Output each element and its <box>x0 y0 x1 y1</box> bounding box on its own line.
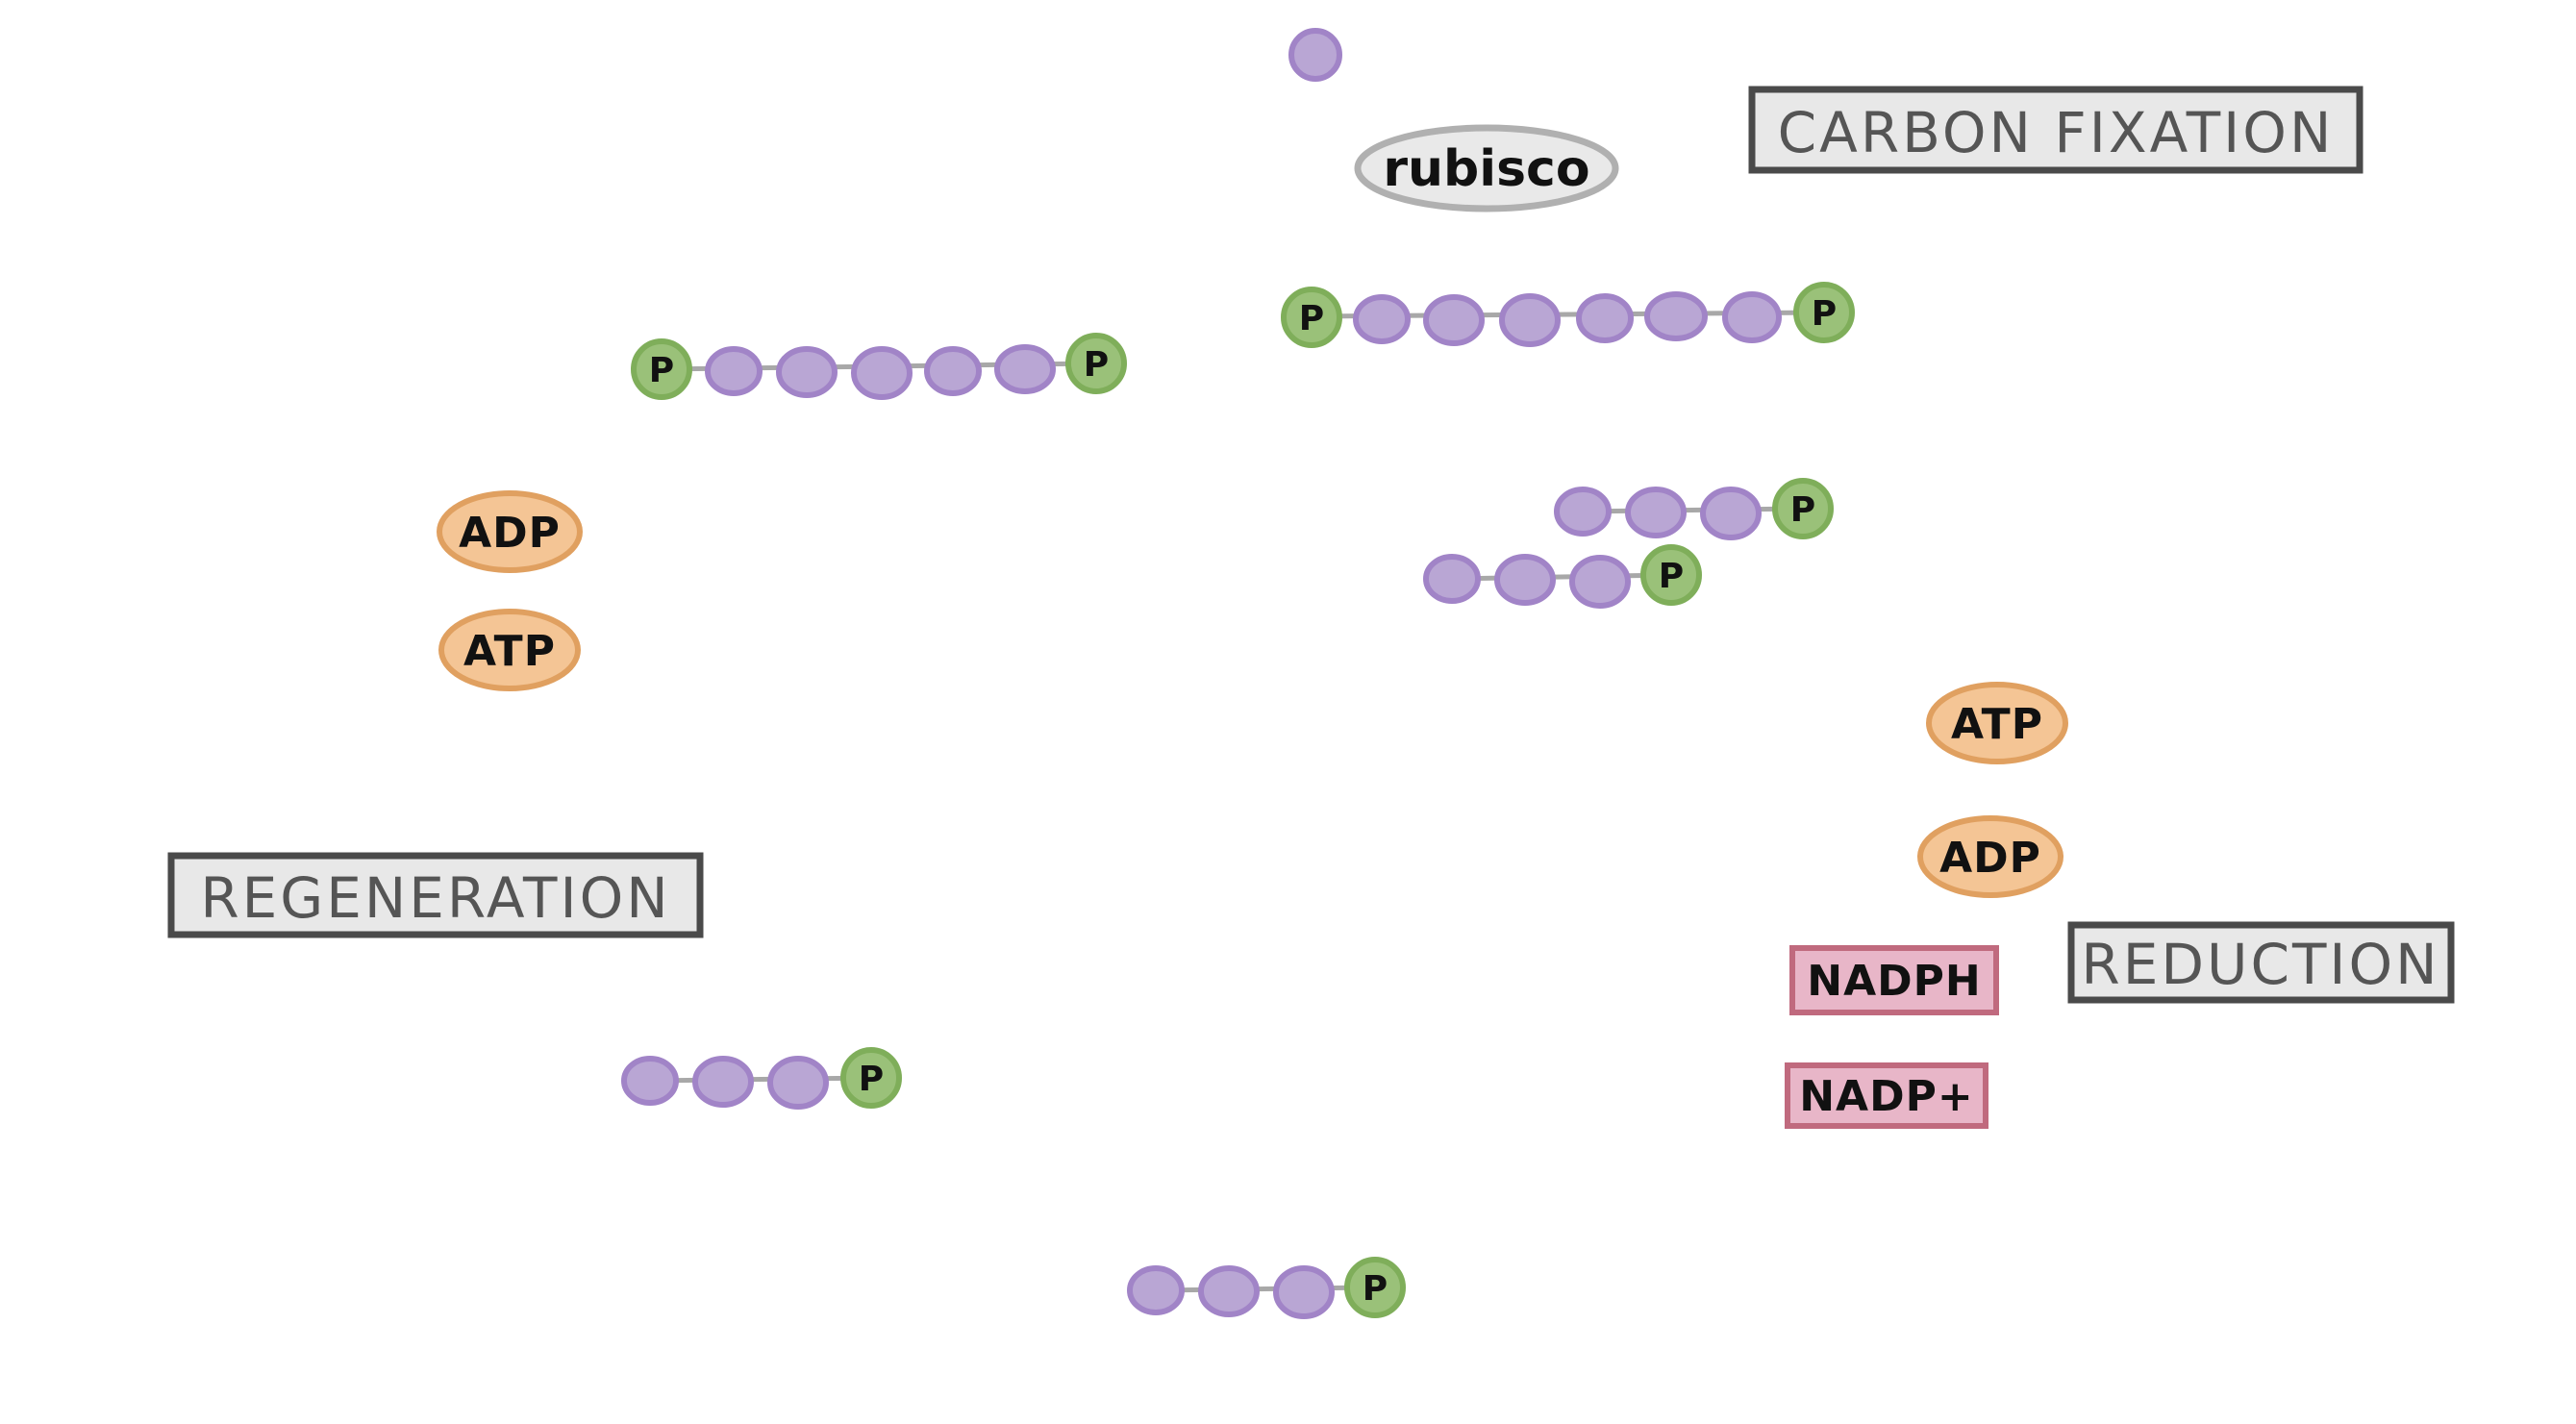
rubisco-enzyme: rubisco <box>1354 124 1619 212</box>
carbon-atom <box>1423 554 1481 604</box>
adp-right: ADP <box>1917 815 2063 898</box>
rubp-left-molecule: P P <box>631 333 1127 400</box>
rubp-top-molecule: P P <box>1281 282 1855 348</box>
carbon-atom <box>1499 293 1561 347</box>
phosphate <box>1065 333 1127 394</box>
atp-left-label: ATP <box>463 627 556 676</box>
carbon-atom <box>1494 554 1556 606</box>
carbon-atom <box>1722 291 1782 343</box>
phosphate-label: P <box>649 351 674 390</box>
phosphate <box>1772 478 1834 539</box>
carbon-atom <box>621 1056 679 1106</box>
carbon-atom <box>705 346 763 396</box>
carbon-atom <box>994 344 1056 394</box>
nadph-box: NADPH <box>1789 945 1999 1015</box>
reduction-label: REDUCTION <box>2081 932 2439 997</box>
carbon-atom <box>692 1056 754 1108</box>
carbon-atom <box>1273 1265 1335 1319</box>
carbon-atom <box>1569 555 1631 609</box>
pga-lower-molecule: P <box>1423 544 1702 609</box>
carbon-atom <box>1554 487 1612 537</box>
g3p-bottom-molecule: P <box>1127 1257 1406 1319</box>
phosphate <box>1793 282 1855 343</box>
phosphate-label: P <box>1790 490 1815 530</box>
regeneration-label: REGENERATION <box>200 865 670 931</box>
regeneration-box: REGENERATION <box>167 852 704 938</box>
phosphate <box>1640 544 1702 606</box>
co2-carbon <box>1288 28 1342 82</box>
carbon-atom <box>851 346 913 400</box>
adp-left: ADP <box>437 490 583 573</box>
carbon-atom <box>767 1056 829 1110</box>
phosphate <box>840 1047 902 1109</box>
nadph-label: NADPH <box>1807 957 1981 1006</box>
phosphate-label: P <box>1084 345 1109 385</box>
carbon-atom <box>924 346 982 396</box>
phosphate <box>631 338 692 400</box>
carbon-atom <box>1198 1265 1260 1317</box>
nadp-plus-box: NADP+ <box>1785 1062 1988 1129</box>
phosphate-label: P <box>1812 294 1837 334</box>
carbon-atom <box>1625 487 1687 538</box>
carbon-atom <box>1700 487 1762 540</box>
phosphate-label: P <box>1299 299 1324 338</box>
phosphate <box>1281 287 1342 348</box>
reduction-box: REDUCTION <box>2067 921 2455 1004</box>
carbon-atom <box>1127 1265 1185 1315</box>
phosphate <box>1344 1257 1406 1318</box>
atp-right-label: ATP <box>1951 700 2043 749</box>
carbon-atom <box>1644 291 1708 341</box>
phosphate-label: P <box>859 1060 884 1099</box>
carbon-fixation-label: CARBON FIXATION <box>1778 100 2335 165</box>
nadp-plus-label: NADP+ <box>1799 1072 1974 1121</box>
atp-left: ATP <box>438 609 581 691</box>
carbon-atom <box>1576 293 1634 343</box>
rubisco-label: rubisco <box>1383 140 1589 198</box>
carbon-fixation-box: CARBON FIXATION <box>1748 86 2363 174</box>
phosphate-label: P <box>1363 1269 1388 1309</box>
pga-upper-molecule: P <box>1554 478 1834 540</box>
carbon-atom <box>1423 294 1485 346</box>
atp-right: ATP <box>1926 682 2068 764</box>
phosphate-label: P <box>1659 557 1684 596</box>
carbon-atom <box>1353 294 1411 344</box>
g3p-left-molecule: P <box>621 1047 902 1110</box>
adp-left-label: ADP <box>459 509 561 558</box>
adp-right-label: ADP <box>1939 834 2041 883</box>
carbon-atom <box>776 346 838 398</box>
